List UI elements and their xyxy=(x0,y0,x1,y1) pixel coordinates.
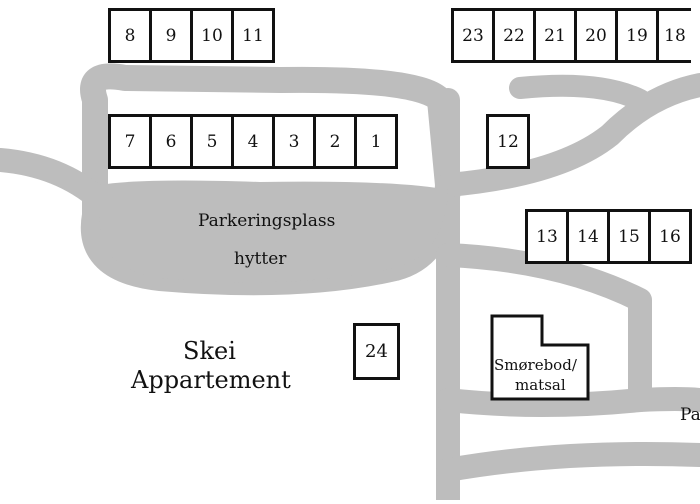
east-road xyxy=(436,243,652,412)
smorebod-label: Smørebod/ xyxy=(494,356,577,374)
cabin-21[interactable]: 21 xyxy=(533,8,577,63)
matsal-label: matsal xyxy=(515,376,566,394)
cabin-16[interactable]: 16 xyxy=(648,209,692,264)
cabin-9[interactable]: 9 xyxy=(149,8,193,63)
cabin-8[interactable]: 8 xyxy=(108,8,152,63)
cabin-4[interactable]: 4 xyxy=(231,114,275,169)
cabin-13[interactable]: 13 xyxy=(525,209,569,264)
cut-off-label: Pa xyxy=(680,405,700,425)
cabin-7[interactable]: 7 xyxy=(108,114,152,169)
cabin-row-top-left: 8 9 10 11 xyxy=(108,8,275,63)
north-spur xyxy=(509,74,651,111)
southeast-loop xyxy=(436,387,700,417)
cabin-23[interactable]: 23 xyxy=(451,8,495,63)
cabin-20[interactable]: 20 xyxy=(574,8,618,63)
parking-area-hytter xyxy=(99,180,449,283)
cabin-2[interactable]: 2 xyxy=(313,114,357,169)
cabin-18[interactable]: 18 xyxy=(656,8,691,63)
south-road xyxy=(436,442,700,482)
parking-label: Parkeringsplass xyxy=(198,211,336,231)
cabin-row-top-right: 23 22 21 20 19 18 xyxy=(451,8,691,63)
parking-label-sub: hytter xyxy=(234,249,287,269)
cabin-22[interactable]: 22 xyxy=(492,8,536,63)
northeast-road xyxy=(436,73,700,197)
cabin-10[interactable]: 10 xyxy=(190,8,234,63)
cabin-11[interactable]: 11 xyxy=(231,8,275,63)
cabin-row-middle-left: 7 6 5 4 3 2 1 xyxy=(108,114,398,169)
cabin-12[interactable]: 12 xyxy=(486,114,530,169)
cabin-5[interactable]: 5 xyxy=(190,114,234,169)
cabin-row-right: 13 14 15 16 xyxy=(525,209,692,264)
appartement-label: Appartement xyxy=(131,366,291,394)
skei-label: Skei xyxy=(183,337,236,365)
cabin-6[interactable]: 6 xyxy=(149,114,193,169)
cabin-15[interactable]: 15 xyxy=(607,209,651,264)
cabin-19[interactable]: 19 xyxy=(615,8,659,63)
cabin-14[interactable]: 14 xyxy=(566,209,610,264)
building-smorebod xyxy=(490,314,590,401)
cabin-1[interactable]: 1 xyxy=(354,114,398,169)
cabin-24[interactable]: 24 xyxy=(353,323,400,380)
west-road xyxy=(0,148,112,212)
cabin-3[interactable]: 3 xyxy=(272,114,316,169)
